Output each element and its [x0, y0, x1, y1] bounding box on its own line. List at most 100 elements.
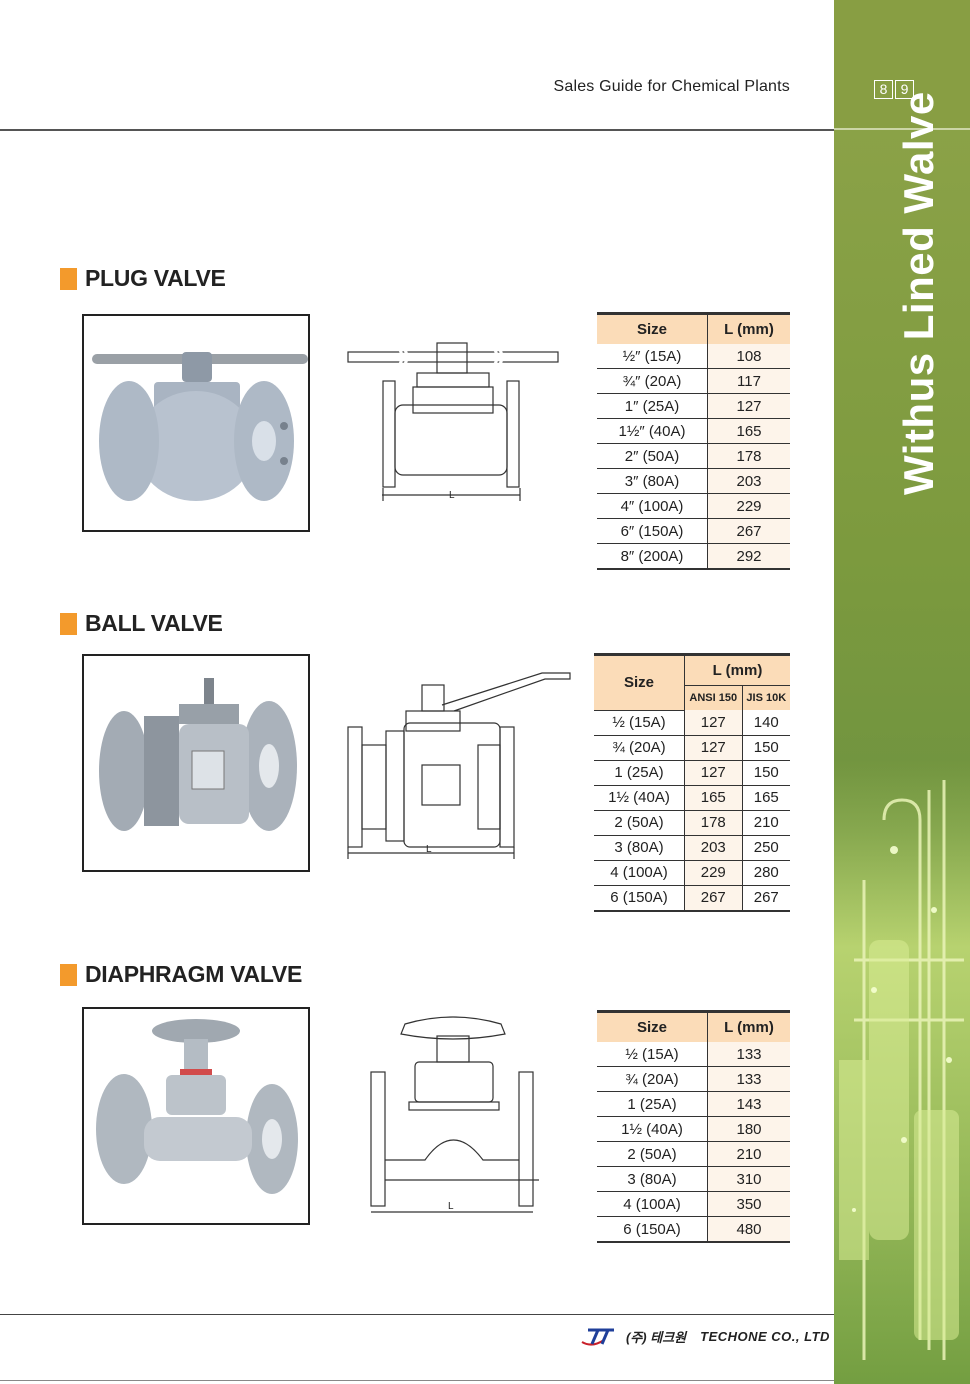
length-cell: 178	[707, 443, 790, 469]
length-cell: 165	[707, 418, 790, 444]
sidebar-divider	[834, 128, 970, 130]
length-cell: 350	[707, 1191, 790, 1217]
size-cell: 6 (150A)	[594, 885, 685, 912]
ball-valve-photo	[82, 654, 310, 872]
footer-rule	[0, 1314, 834, 1315]
size-cell: 1½ (40A)	[597, 1116, 708, 1142]
table-row: 1½ (40A)180	[597, 1116, 790, 1142]
diaphragm-valve-title: DIAPHRAGM VALVE	[85, 961, 302, 987]
diaphragm-valve-heading: DIAPHRAGM VALVE	[60, 961, 302, 988]
jis-cell: 250	[741, 835, 790, 861]
size-cell: 3″ (80A)	[597, 468, 708, 494]
ansi-cell: 127	[684, 760, 743, 786]
jis-cell: 140	[741, 710, 790, 736]
diaphragm-valve-drawing: L	[370, 1016, 539, 1213]
size-cell: 1½″ (40A)	[597, 418, 708, 444]
table-row: 2 (50A)210	[597, 1141, 790, 1167]
plug-valve-title: PLUG VALVE	[85, 265, 226, 291]
table-row: 6 (150A)480	[597, 1216, 790, 1243]
size-cell: 8″ (200A)	[597, 543, 708, 570]
size-cell: 1½ (40A)	[594, 785, 685, 811]
length-cell: 292	[707, 543, 790, 570]
company-logo: (주) 테크원 TECHONE CO., LTD	[580, 1326, 830, 1346]
page-number-right: 9	[895, 80, 914, 99]
sidebar-title: Withus Lined Walve	[895, 91, 942, 495]
jis-cell: 280	[741, 860, 790, 886]
col-header-size: Size	[597, 1010, 708, 1042]
table-row: ½″ (15A)108	[597, 344, 790, 369]
size-cell: 4 (100A)	[594, 860, 685, 886]
col-header-size: Size	[594, 653, 685, 711]
jis-cell: 165	[741, 785, 790, 811]
length-cell: 310	[707, 1166, 790, 1192]
sidebar-top	[834, 0, 970, 130]
jis-cell: 267	[741, 885, 790, 912]
col-header-size: Size	[597, 312, 708, 344]
length-cell: 143	[707, 1091, 790, 1117]
col-header-jis: JIS 10K	[741, 685, 790, 710]
diaphragm-valve-table: Size L (mm) ½ (15A)133 ¾ (20A)133 1 (25A…	[597, 1010, 790, 1243]
length-cell: 229	[707, 493, 790, 519]
size-cell: 1 (25A)	[597, 1091, 708, 1117]
length-cell: 117	[707, 368, 790, 394]
length-cell: 203	[707, 468, 790, 494]
size-cell: ¾″ (20A)	[597, 368, 708, 394]
table-row: ½ (15A)133	[597, 1042, 790, 1067]
table-row: ¾″ (20A)117	[597, 368, 790, 394]
table-row: 1 (25A)143	[597, 1091, 790, 1117]
size-cell: ½ (15A)	[597, 1042, 708, 1067]
size-cell: ¾ (20A)	[594, 735, 685, 761]
techone-logo-icon	[581, 1328, 614, 1346]
size-cell: 4″ (100A)	[597, 493, 708, 519]
chemical-plant-illustration	[834, 760, 970, 1384]
table-row: 1½″ (40A)165	[597, 418, 790, 444]
page-number-left: 8	[874, 80, 893, 99]
diaphragm-dim-label: L	[448, 1201, 454, 1212]
ansi-cell: 267	[684, 885, 743, 912]
size-cell: 2 (50A)	[597, 1141, 708, 1167]
size-cell: 6 (150A)	[597, 1216, 708, 1243]
table-row: 4″ (100A)229	[597, 493, 790, 519]
jis-cell: 210	[741, 810, 790, 836]
heading-marker	[60, 963, 77, 986]
size-cell: ¾ (20A)	[597, 1066, 708, 1092]
table-row: ¾ (20A)133	[597, 1066, 790, 1092]
heading-marker	[60, 612, 77, 635]
length-cell: 267	[707, 518, 790, 544]
plug-dim-label: L	[449, 490, 455, 501]
ansi-cell: 229	[684, 860, 743, 886]
ball-valve-heading: BALL VALVE	[60, 610, 223, 637]
company-name-korean: (주) 테크원	[626, 1329, 687, 1345]
size-cell: ½″ (15A)	[597, 344, 708, 369]
size-cell: 3 (80A)	[594, 835, 685, 861]
size-cell: 4 (100A)	[597, 1191, 708, 1217]
plug-valve-heading: PLUG VALVE	[60, 265, 226, 292]
size-cell: 2″ (50A)	[597, 443, 708, 469]
size-cell: 1″ (25A)	[597, 393, 708, 419]
col-header-length: L (mm)	[707, 1010, 790, 1042]
table-row: 8″ (200A)292	[597, 543, 790, 570]
table-row: 6″ (150A)267	[597, 518, 790, 544]
ball-valve-title: BALL VALVE	[85, 610, 223, 636]
length-cell: 133	[707, 1042, 790, 1067]
size-cell: ½ (15A)	[594, 710, 685, 736]
header-title: Sales Guide for Chemical Plants	[553, 78, 790, 95]
sidebar-band: 8 9	[834, 0, 970, 1384]
length-cell: 180	[707, 1116, 790, 1142]
table-row: 2″ (50A)178	[597, 443, 790, 469]
length-cell: 210	[707, 1141, 790, 1167]
plug-valve-photo	[82, 314, 310, 532]
plug-valve-table: Size L (mm) ½″ (15A)108 ¾″ (20A)117 1″ (…	[597, 312, 790, 570]
heading-marker	[60, 267, 77, 290]
plug-valve-drawing: L	[347, 342, 559, 501]
header-rule	[0, 129, 834, 131]
